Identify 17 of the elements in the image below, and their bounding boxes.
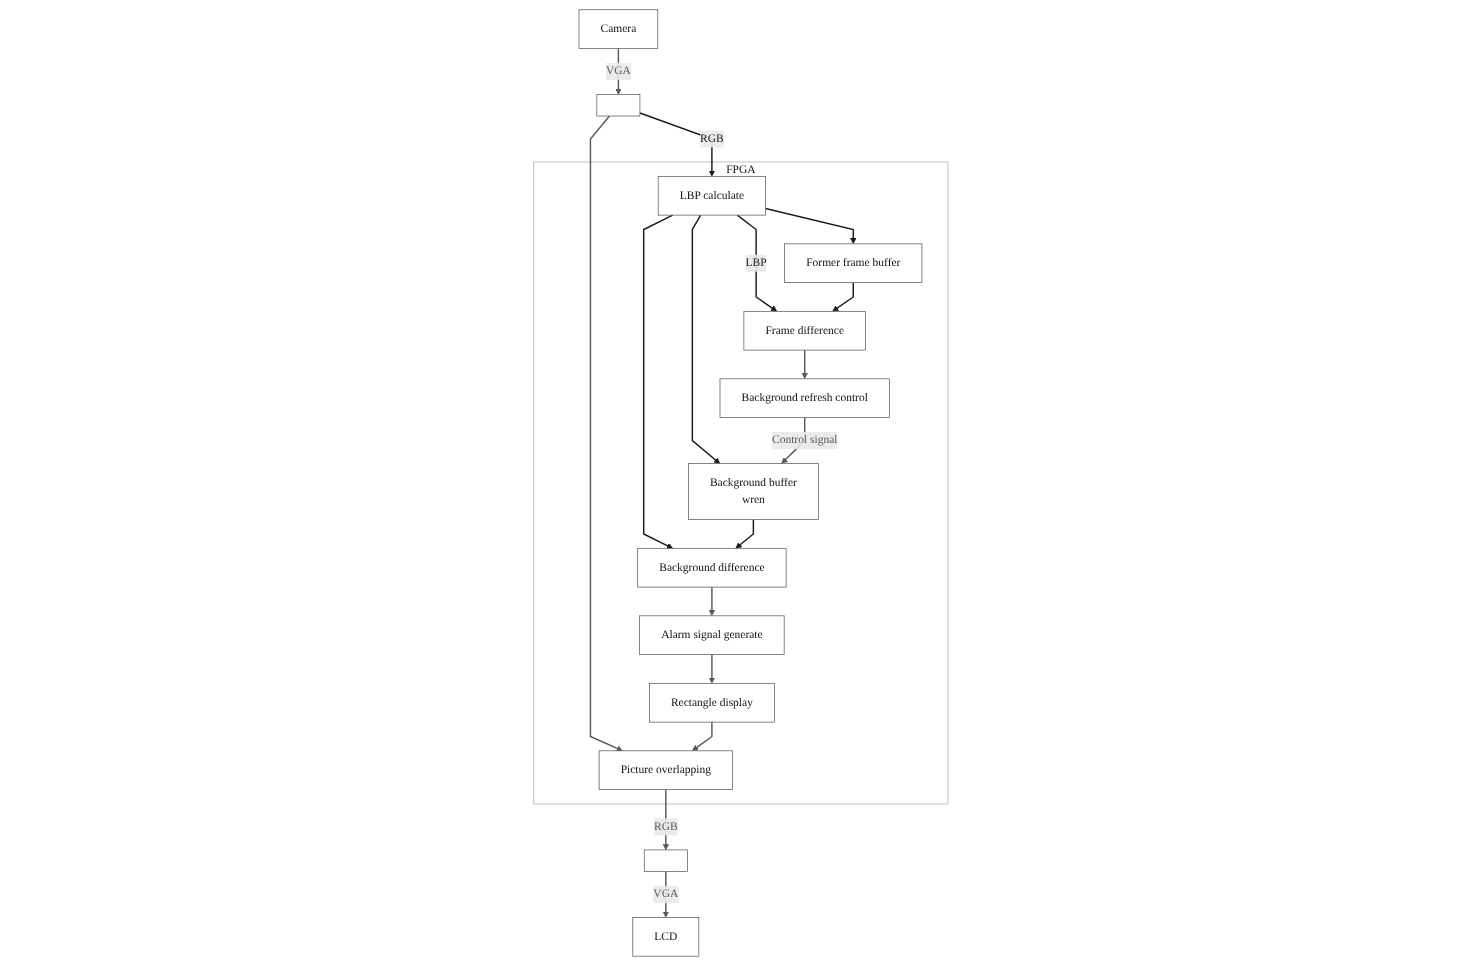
node-box (595, 94, 640, 117)
arrow (764, 207, 856, 245)
arrow (588, 115, 622, 752)
arrow (642, 214, 673, 549)
arrow (735, 214, 777, 312)
arrow (691, 721, 712, 752)
arrow (690, 214, 720, 464)
node-box (643, 849, 687, 872)
arrow (614, 47, 621, 95)
arrow (831, 281, 854, 312)
arrow (707, 653, 715, 684)
arrow (707, 586, 715, 617)
arrow (638, 112, 715, 177)
arrow (661, 788, 669, 851)
arrow (661, 870, 669, 918)
arrow (800, 349, 807, 380)
arrow (734, 518, 754, 549)
